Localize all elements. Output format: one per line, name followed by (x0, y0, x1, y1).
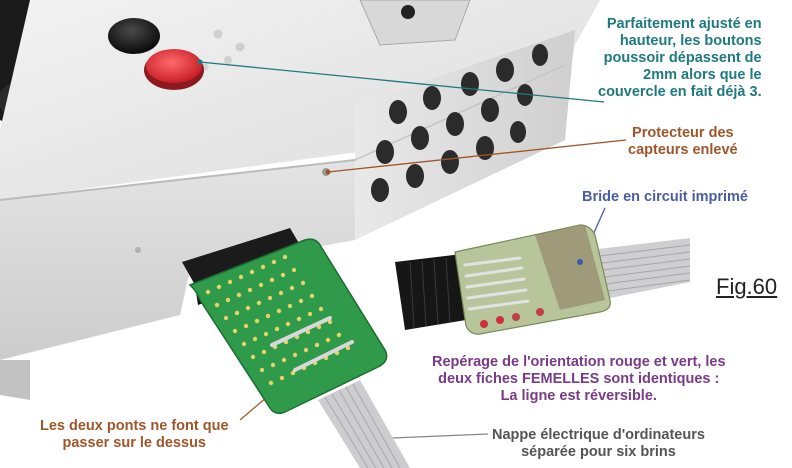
pcb-hole (227, 279, 233, 285)
green-pcb-board (188, 238, 388, 415)
pcb-hole (260, 264, 266, 270)
buttons-note-line-5: couvercle en fait déjà 3. (598, 84, 762, 100)
pcb-hole (265, 313, 271, 319)
push-buttons (108, 18, 204, 90)
pcb-hole (205, 289, 211, 295)
pcb-hole (303, 347, 309, 353)
pcb-hole (270, 362, 276, 368)
pcb-hole (298, 298, 304, 304)
ribbon-cable-bottom (318, 380, 410, 468)
pcb-hole (232, 328, 238, 334)
bride-note: Bride en circuit imprimé (582, 189, 748, 205)
pcb-hole (274, 326, 280, 332)
pcb-hole (279, 375, 285, 381)
pcb-hole (314, 342, 320, 348)
pcb-hole (223, 315, 229, 321)
pcb-hole (290, 370, 296, 376)
pcb-hole (214, 302, 220, 308)
protector-note-line-1: Protecteur des (632, 125, 734, 141)
pcb-hole (287, 303, 293, 309)
pcb-hole (241, 341, 247, 347)
pcb-hole (309, 293, 315, 299)
pcb-hole (249, 269, 255, 275)
pcb-hole (254, 318, 260, 324)
pcb-hole (276, 308, 282, 314)
pcb-hole (271, 259, 277, 265)
pcb-hole (236, 292, 242, 298)
buttons-note-line-1: Parfaitement ajusté en (606, 16, 762, 32)
pcb-hole (252, 336, 258, 342)
orientation-note-line-3: La ligne est réversible. (500, 388, 657, 404)
pcb-hole (247, 287, 253, 293)
ribbon-note: Nappe électrique d'ordinateurs séparée p… (492, 427, 705, 461)
pcb-hole (285, 321, 291, 327)
pcb-hole (268, 380, 274, 386)
pcb-hole (245, 305, 251, 311)
pcb-hole (234, 310, 240, 316)
orientation-note-line-2: deux fiches FEMELLES sont identiques : (438, 371, 720, 387)
ribbon-note-line-1: Nappe électrique d'ordinateurs (492, 427, 705, 443)
bridges-note-line-1: Les deux ponts ne font que (40, 418, 229, 434)
pcb-hole (259, 367, 265, 373)
pcb-hole (318, 306, 324, 312)
pcb-hole (282, 254, 288, 260)
pcb-hole (278, 290, 284, 296)
pcb-hole (281, 357, 287, 363)
pcb-hole (291, 267, 297, 273)
pcb-hole (307, 311, 313, 317)
pcb-hole (289, 285, 295, 291)
pcb-hole (261, 349, 267, 355)
pcb-hole (292, 352, 298, 358)
pcb-hole (258, 282, 264, 288)
pcb-hole (327, 319, 333, 325)
buttons-note-line-2: hauteur, les boutons (619, 33, 762, 49)
pcb-hole (267, 295, 273, 301)
figure-number: Fig.60 (716, 274, 778, 299)
protector-note: Protecteur des capteurs enlevé (628, 125, 738, 159)
pcb-hole (325, 337, 331, 343)
protector-note-line-2: capteurs enlevé (628, 142, 738, 158)
pcb-hole (336, 332, 342, 338)
loose-connector-assembly (395, 224, 691, 335)
buttons-note: Parfaitement ajusté en hauteur, les bout… (598, 16, 762, 101)
pcb-hole (238, 274, 244, 280)
buttons-note-line-4: 2mm alors que le (643, 67, 762, 83)
ventilation-holes (371, 44, 548, 202)
pcb-hole (243, 323, 249, 329)
bridges-note: Les deux ponts ne font que passer sur le… (40, 418, 229, 452)
pcb-hole (256, 300, 262, 306)
pcb-hole (300, 280, 306, 286)
pcb-hole (216, 284, 222, 290)
pcb-hole (280, 272, 286, 278)
orientation-note-line-1: Repérage de l'orientation rouge et vert,… (432, 354, 726, 370)
pcb-hole (269, 277, 275, 283)
orientation-note: Repérage de l'orientation rouge et vert,… (432, 354, 726, 405)
pcb-hole (263, 331, 269, 337)
buttons-note-line-3: poussoir dépassent de (603, 50, 762, 66)
pcb-hole (225, 297, 231, 303)
pcb-hole (345, 345, 351, 351)
pcb-hole (316, 324, 322, 330)
bridges-note-line-2: passer sur le dessus (62, 435, 206, 451)
pcb-hole (250, 354, 256, 360)
pcb-hole (296, 316, 302, 322)
ribbon-note-line-2: séparée pour six brins (521, 444, 676, 460)
